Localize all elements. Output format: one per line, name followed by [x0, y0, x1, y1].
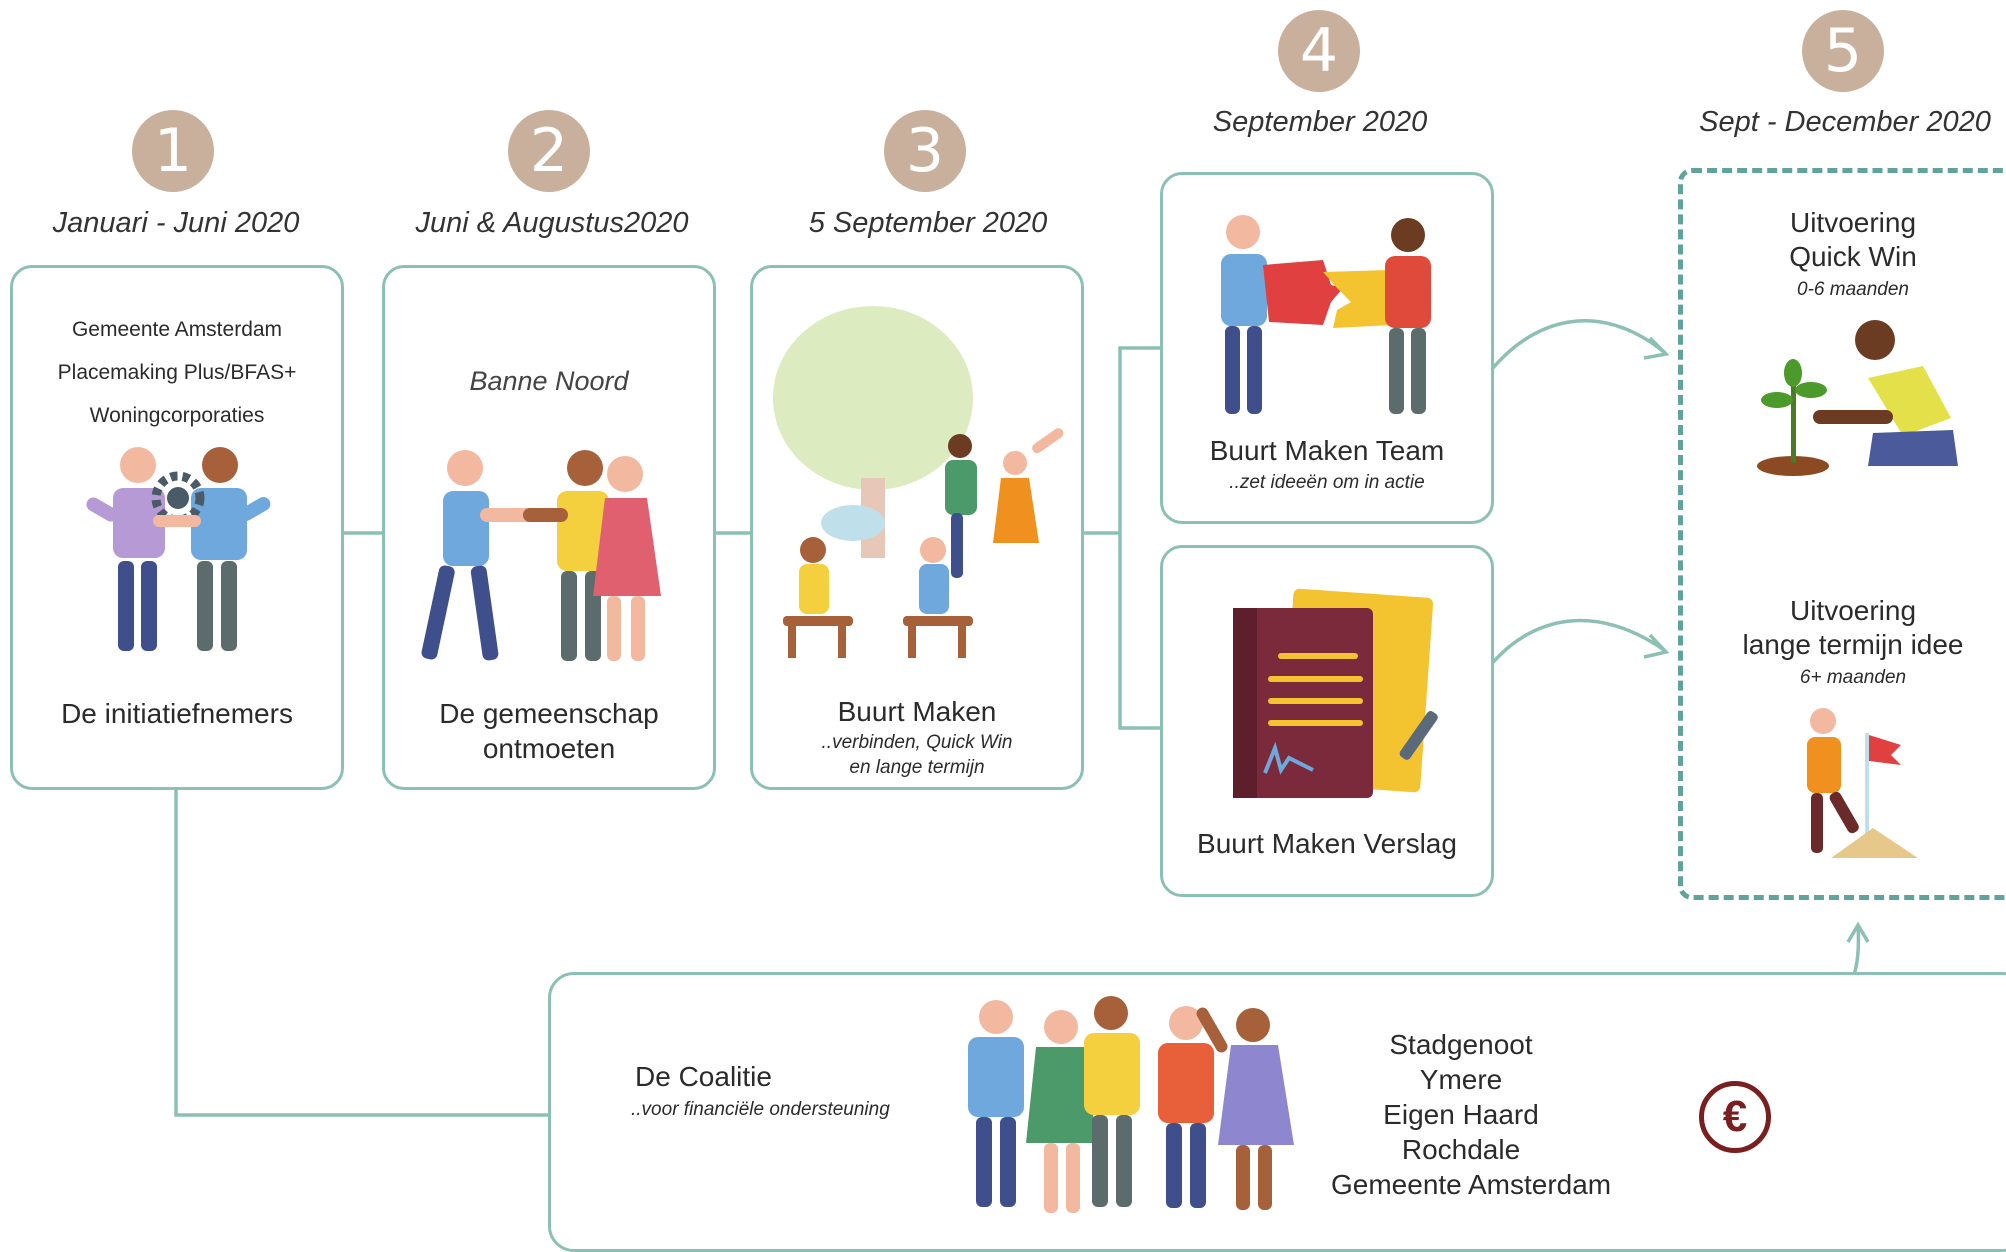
- step-2-date: Juni & Augustus2020: [415, 207, 689, 239]
- initiators-title: De initiatiefnemers: [61, 698, 293, 729]
- community-title-line1: De gemeenschap: [439, 698, 659, 729]
- step-2-badge: 2: [508, 110, 590, 192]
- coalition-member: Gemeente Amsterdam: [1331, 1169, 1612, 1200]
- step-4-date: September 2020: [1212, 106, 1428, 138]
- team-illustration: [1221, 215, 1431, 414]
- report-document-icon: [1233, 588, 1438, 798]
- coalition-member: Ymere: [1419, 1064, 1503, 1095]
- team-card: Buurt Maken Team ..zet ideeën om in acti…: [1160, 172, 1494, 524]
- long-term-period: 6+ maanden: [1799, 667, 1907, 688]
- community-illustration: [421, 450, 661, 661]
- coalition-sub: ..voor financiële ondersteuning: [631, 1099, 890, 1120]
- long-term-line2: lange termijn idee: [1742, 629, 1964, 660]
- verslag-card: Buurt Maken Verslag: [1160, 545, 1494, 897]
- long-term-line1: Uitvoering: [1789, 595, 1917, 626]
- team-sub: ..zet ideeën om in actie: [1229, 472, 1425, 493]
- coalition-title: De Coalitie: [635, 1061, 772, 1092]
- initiators-illustration: [86, 447, 271, 651]
- buurt-maken-illustration: [773, 306, 1064, 658]
- step-3-date: 5 September 2020: [808, 207, 1048, 239]
- initiators-card: Gemeente Amsterdam Placemaking Plus/BFAS…: [10, 265, 344, 790]
- euro-icon: €: [1699, 1081, 1771, 1153]
- buurt-maken-sub-line1: ..verbinden, Quick Win: [821, 732, 1013, 753]
- initiator-org: Placemaking Plus/BFAS+: [57, 361, 297, 384]
- initiator-org: Woningcorporaties: [89, 404, 265, 427]
- planting-illustration: [1757, 320, 1958, 476]
- step-3-badge: 3: [884, 110, 966, 192]
- coalition-member: Stadgenoot: [1389, 1029, 1533, 1060]
- buurt-maken-sub-line2: en lange termijn: [849, 757, 985, 778]
- flag-summit-illustration: [1807, 708, 1918, 858]
- buurt-maken-title: Buurt Maken: [837, 696, 997, 727]
- coalition-member: Eigen Haard: [1383, 1099, 1539, 1130]
- community-place: Banne Noord: [469, 366, 629, 396]
- community-card: Banne Noord De gemeenschap ontmoeten: [382, 265, 716, 790]
- verslag-title: Buurt Maken Verslag: [1197, 828, 1457, 859]
- initiator-org: Gemeente Amsterdam: [71, 318, 283, 341]
- step-1-date: Januari - Juni 2020: [52, 207, 300, 239]
- quick-win-line1: Uitvoering: [1789, 207, 1917, 238]
- coalition-group-illustration: [968, 996, 1294, 1213]
- coalition-member: Rochdale: [1401, 1134, 1521, 1165]
- buurt-maken-card: Buurt Maken ..verbinden, Quick Win en la…: [750, 265, 1084, 790]
- outcomes-box: Uitvoering Quick Win 0-6 maanden Uitvoer…: [1678, 168, 2006, 900]
- step-4-badge: 4: [1278, 10, 1360, 92]
- step-1-badge: 1: [132, 110, 214, 192]
- step-5-badge: 5: [1802, 10, 1884, 92]
- quick-win-period: 0-6 maanden: [1797, 279, 1909, 300]
- coalition-card: De Coalitie ..voor financiële ondersteun…: [548, 972, 2006, 1252]
- quick-win-line2: Quick Win: [1789, 241, 1917, 272]
- step-5-date: Sept - December 2020: [1699, 106, 1991, 138]
- team-title: Buurt Maken Team: [1209, 435, 1445, 466]
- community-title-line2: ontmoeten: [482, 733, 616, 764]
